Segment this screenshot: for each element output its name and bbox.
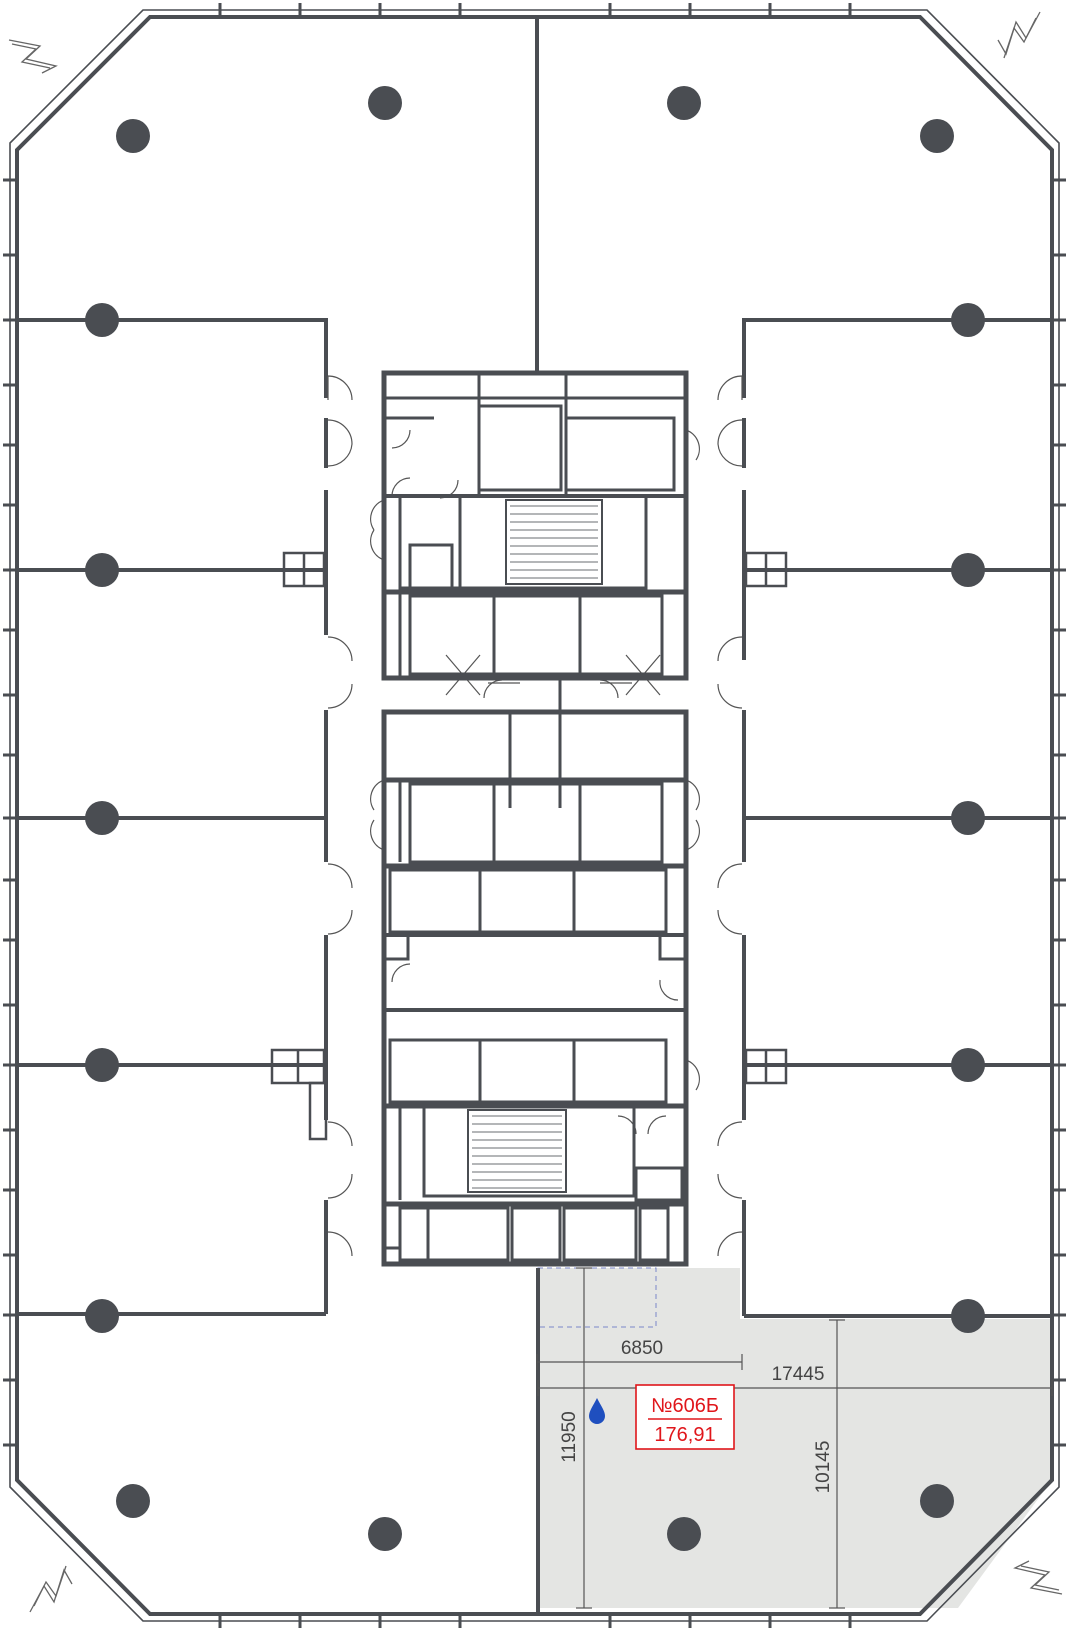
column: [951, 801, 985, 835]
column: [116, 119, 150, 153]
column: [951, 1299, 985, 1333]
column: [85, 303, 119, 337]
dimension-full-depth: 11950: [559, 1411, 580, 1462]
dimension-right-depth: 10145: [813, 1441, 834, 1494]
column: [85, 553, 119, 587]
north-arrow-icon: [29, 1565, 73, 1613]
north-arrow-icon: [997, 11, 1041, 59]
unit-number: №606Б: [651, 1395, 719, 1417]
column: [116, 1484, 150, 1518]
column: [667, 86, 701, 120]
column: [368, 86, 402, 120]
dimension-full-width: 17445: [772, 1364, 825, 1385]
column: [85, 801, 119, 835]
facade-mullions: [3, 3, 1066, 1628]
utility-shafts: [270, 551, 788, 1141]
unit-label[interactable]: №606Б 176,91: [635, 1384, 735, 1450]
unit-606b-area[interactable]: [538, 1268, 1052, 1608]
column: [85, 1048, 119, 1082]
dimension-lines: [536, 1267, 1053, 1609]
structural-columns: [85, 86, 985, 1551]
column: [368, 1517, 402, 1551]
column: [951, 553, 985, 587]
building-envelope: [9, 9, 1060, 1622]
building-core: [381, 370, 689, 1267]
column: [667, 1517, 701, 1551]
north-arrow-icon: [1013, 1560, 1063, 1595]
north-arrow-icon: [8, 39, 58, 74]
dimension-top-width: 6850: [621, 1338, 663, 1359]
partition-walls: [17, 17, 1052, 1614]
unit-area: 176,91: [654, 1424, 715, 1446]
column: [920, 1484, 954, 1518]
column: [920, 119, 954, 153]
column: [951, 303, 985, 337]
unit-label-frame: [635, 1384, 735, 1450]
column: [85, 1299, 119, 1333]
stair-treads: [472, 505, 598, 1189]
column: [951, 1048, 985, 1082]
water-drop-icon: [589, 1398, 605, 1424]
